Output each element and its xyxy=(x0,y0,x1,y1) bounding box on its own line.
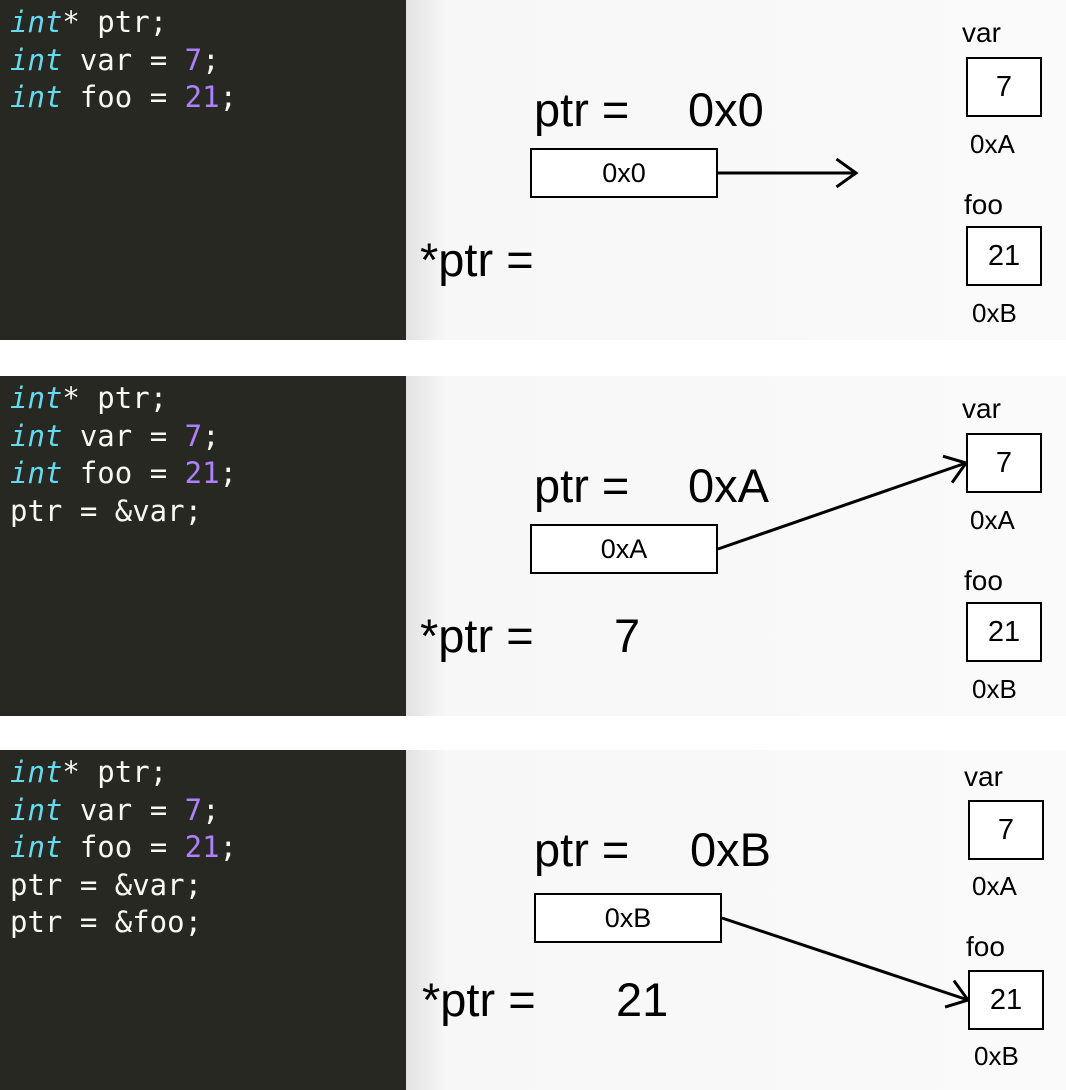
code-number: 21 xyxy=(184,80,220,114)
memory-diagram: ptr = 0xB 0xB *ptr = 21 var 7 0xA foo 21… xyxy=(406,750,1066,1090)
ptr-label: ptr = xyxy=(534,823,630,876)
code-text: ptr = &var; xyxy=(10,493,203,528)
code-number: 21 xyxy=(184,830,220,864)
foo-address: 0xB xyxy=(972,298,1017,328)
pointer-step-panel-1: int* ptr;int var = 7;int foo = 21; ptr =… xyxy=(0,0,1066,340)
code-text: foo = xyxy=(62,80,185,114)
var-address: 0xA xyxy=(970,129,1015,159)
code-line: ptr = &foo; xyxy=(10,904,406,942)
code-line: int* ptr; xyxy=(10,754,406,792)
foo-address: 0xB xyxy=(974,1041,1019,1071)
pointer-step-panel-2: int* ptr;int var = 7;int foo = 21;ptr = … xyxy=(0,376,1066,716)
ptr-label: ptr = xyxy=(534,459,630,512)
var-cell: 7 xyxy=(966,433,1042,493)
code-number: 7 xyxy=(184,418,203,453)
code-text: var = xyxy=(62,792,185,827)
ptr-value: 0xB xyxy=(690,823,771,876)
deref-label: *ptr = xyxy=(420,233,534,286)
foo-name-label: foo xyxy=(964,189,1003,220)
code-number: 21 xyxy=(184,456,220,490)
deref-value: 21 xyxy=(616,973,669,1026)
code-text: var = xyxy=(62,418,185,453)
var-address: 0xA xyxy=(970,505,1015,535)
code-keyword: int xyxy=(10,418,63,453)
code-text: var = xyxy=(62,42,185,77)
var-cell: 7 xyxy=(966,57,1042,117)
code-line: int var = 7; xyxy=(10,42,406,80)
pointer-step-panel-3: int* ptr;int var = 7;int foo = 21;ptr = … xyxy=(0,750,1066,1090)
code-keyword: int xyxy=(10,381,63,415)
code-keyword: int xyxy=(10,830,63,864)
code-number: 7 xyxy=(184,42,203,77)
code-keyword: int xyxy=(10,456,63,490)
code-text: * ptr; xyxy=(62,381,168,415)
code-text: ; xyxy=(219,80,237,114)
code-line: int foo = 21; xyxy=(10,79,406,117)
code-keyword: int xyxy=(10,755,63,789)
memory-diagram: ptr = 0xA 0xA *ptr = 7 var 7 0xA foo 21 … xyxy=(406,376,1066,716)
ptr-label: ptr = xyxy=(534,83,630,136)
foo-cell: 21 xyxy=(966,602,1042,662)
code-text: foo = xyxy=(62,830,185,864)
foo-address: 0xB xyxy=(972,674,1017,704)
code-text: ; xyxy=(202,42,220,77)
code-editor: int* ptr;int var = 7;int foo = 21;ptr = … xyxy=(0,750,406,1090)
deref-label: *ptr = xyxy=(422,973,536,1026)
foo-name-label: foo xyxy=(964,565,1003,596)
code-text: ; xyxy=(219,830,237,864)
code-keyword: int xyxy=(10,80,63,114)
ptr-value: 0xA xyxy=(688,459,769,512)
var-address: 0xA xyxy=(972,871,1017,901)
code-text: ptr = &var; xyxy=(10,867,203,902)
code-text: ; xyxy=(202,418,220,453)
code-line: int* ptr; xyxy=(10,4,406,42)
code-text: ; xyxy=(202,792,220,827)
ptr-box: 0x0 xyxy=(530,148,718,198)
code-keyword: int xyxy=(10,5,63,39)
ptr-value: 0x0 xyxy=(688,83,764,136)
pointer-arrow-line xyxy=(717,461,967,551)
code-keyword: int xyxy=(10,792,63,827)
code-editor: int* ptr;int var = 7;int foo = 21;ptr = … xyxy=(0,376,406,716)
var-name-label: var xyxy=(962,17,1001,48)
pointer-arrow-head xyxy=(835,157,859,189)
code-line: int foo = 21; xyxy=(10,455,406,493)
arrow-layer xyxy=(717,454,969,551)
memory-diagram: ptr = 0x0 0x0 *ptr = var 7 0xA foo 21 0x… xyxy=(406,0,1066,340)
arrow-layer xyxy=(718,157,859,189)
code-line: ptr = &var; xyxy=(10,867,406,905)
deref-value: 7 xyxy=(614,609,641,662)
foo-cell: 21 xyxy=(966,226,1042,286)
arrow-layer xyxy=(721,916,971,1009)
code-editor: int* ptr;int var = 7;int foo = 21; xyxy=(0,0,406,340)
code-text: ptr = &foo; xyxy=(10,905,203,939)
pointer-arrow-line xyxy=(721,916,969,1002)
foo-cell: 21 xyxy=(968,970,1044,1030)
code-line: int foo = 21; xyxy=(10,829,406,867)
ptr-box: 0xB xyxy=(534,893,722,943)
deref-label: *ptr = xyxy=(420,609,534,662)
foo-name-label: foo xyxy=(966,931,1005,962)
var-name-label: var xyxy=(962,393,1001,424)
var-cell: 7 xyxy=(968,800,1044,860)
code-number: 7 xyxy=(184,792,203,827)
var-name-label: var xyxy=(964,761,1003,792)
code-line: int* ptr; xyxy=(10,380,406,418)
code-text: * ptr; xyxy=(62,5,168,39)
code-text: foo = xyxy=(62,456,185,490)
ptr-box: 0xA xyxy=(530,524,718,574)
code-line: ptr = &var; xyxy=(10,493,406,531)
code-text: ; xyxy=(219,456,237,490)
code-line: int var = 7; xyxy=(10,418,406,456)
code-text: * ptr; xyxy=(62,755,168,789)
code-keyword: int xyxy=(10,42,63,77)
code-line: int var = 7; xyxy=(10,792,406,830)
